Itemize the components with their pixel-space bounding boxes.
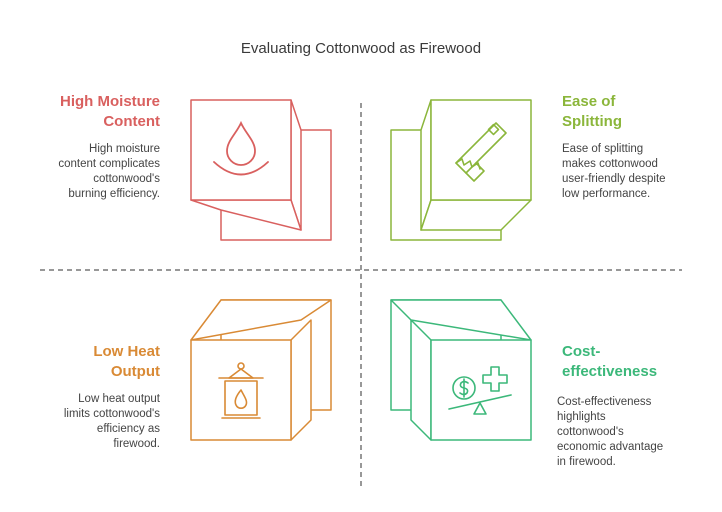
description-line: cottonwood's — [93, 173, 160, 185]
splitting-heading: Ease of Splitting — [562, 92, 702, 132]
description-line: cottonwood's — [557, 426, 624, 438]
description-line: user-friendly despite — [562, 173, 666, 185]
page-title: Evaluating Cottonwood as Firewood — [240, 40, 482, 57]
splitting-description: Ease of splitting makes cottonwood user-… — [562, 142, 712, 202]
description-line: highlights — [557, 411, 606, 423]
lantern-fire-icon — [218, 362, 264, 419]
moisture-description: High moisture content complicates cotton… — [30, 142, 160, 202]
description-line: content complicates — [58, 158, 160, 170]
cost-heading: Cost- effectiveness — [562, 342, 712, 382]
description-line: limits cottonwood's — [63, 408, 160, 420]
heat-box — [190, 299, 332, 441]
description-line: Ease of splitting — [562, 143, 644, 155]
heat-heading: Low Heat Output — [40, 342, 160, 382]
moisture-heading-line1: High Moisture — [60, 93, 160, 110]
cost-box — [390, 299, 532, 441]
splitting-heading-line2: Splitting — [562, 113, 622, 130]
description-line: Low heat output — [78, 393, 160, 405]
balance-dollar-plus-icon — [448, 366, 512, 415]
description-line: economic advantage — [557, 441, 664, 453]
heat-description: Low heat output limits cottonwood's effi… — [30, 392, 160, 452]
description-line: Cost-effectiveness — [557, 396, 652, 408]
description-line: efficiency as — [96, 423, 160, 435]
description-line: burning efficiency. — [68, 188, 160, 200]
heat-heading-line2: Output — [110, 363, 160, 380]
water-drop-icon — [213, 120, 269, 176]
description-line: firewood. — [113, 438, 160, 450]
heat-heading-line1: Low Heat — [93, 343, 160, 360]
description-line: makes cottonwood — [562, 158, 658, 170]
description-line: low performance. — [562, 188, 651, 200]
moisture-heading-line2: Content — [103, 113, 160, 130]
cost-heading-line1: Cost- — [562, 343, 601, 360]
moisture-box — [190, 99, 332, 241]
splitting-box — [390, 99, 532, 241]
moisture-heading: High Moisture Content — [40, 92, 160, 132]
cost-description: Cost-effectiveness highlights cottonwood… — [557, 395, 707, 470]
cost-heading-line2: effectiveness — [562, 363, 658, 380]
saw-icon — [455, 122, 507, 182]
splitting-heading-line1: Ease of — [562, 93, 616, 110]
description-line: High moisture — [89, 143, 160, 155]
description-line: in firewood. — [557, 456, 616, 468]
